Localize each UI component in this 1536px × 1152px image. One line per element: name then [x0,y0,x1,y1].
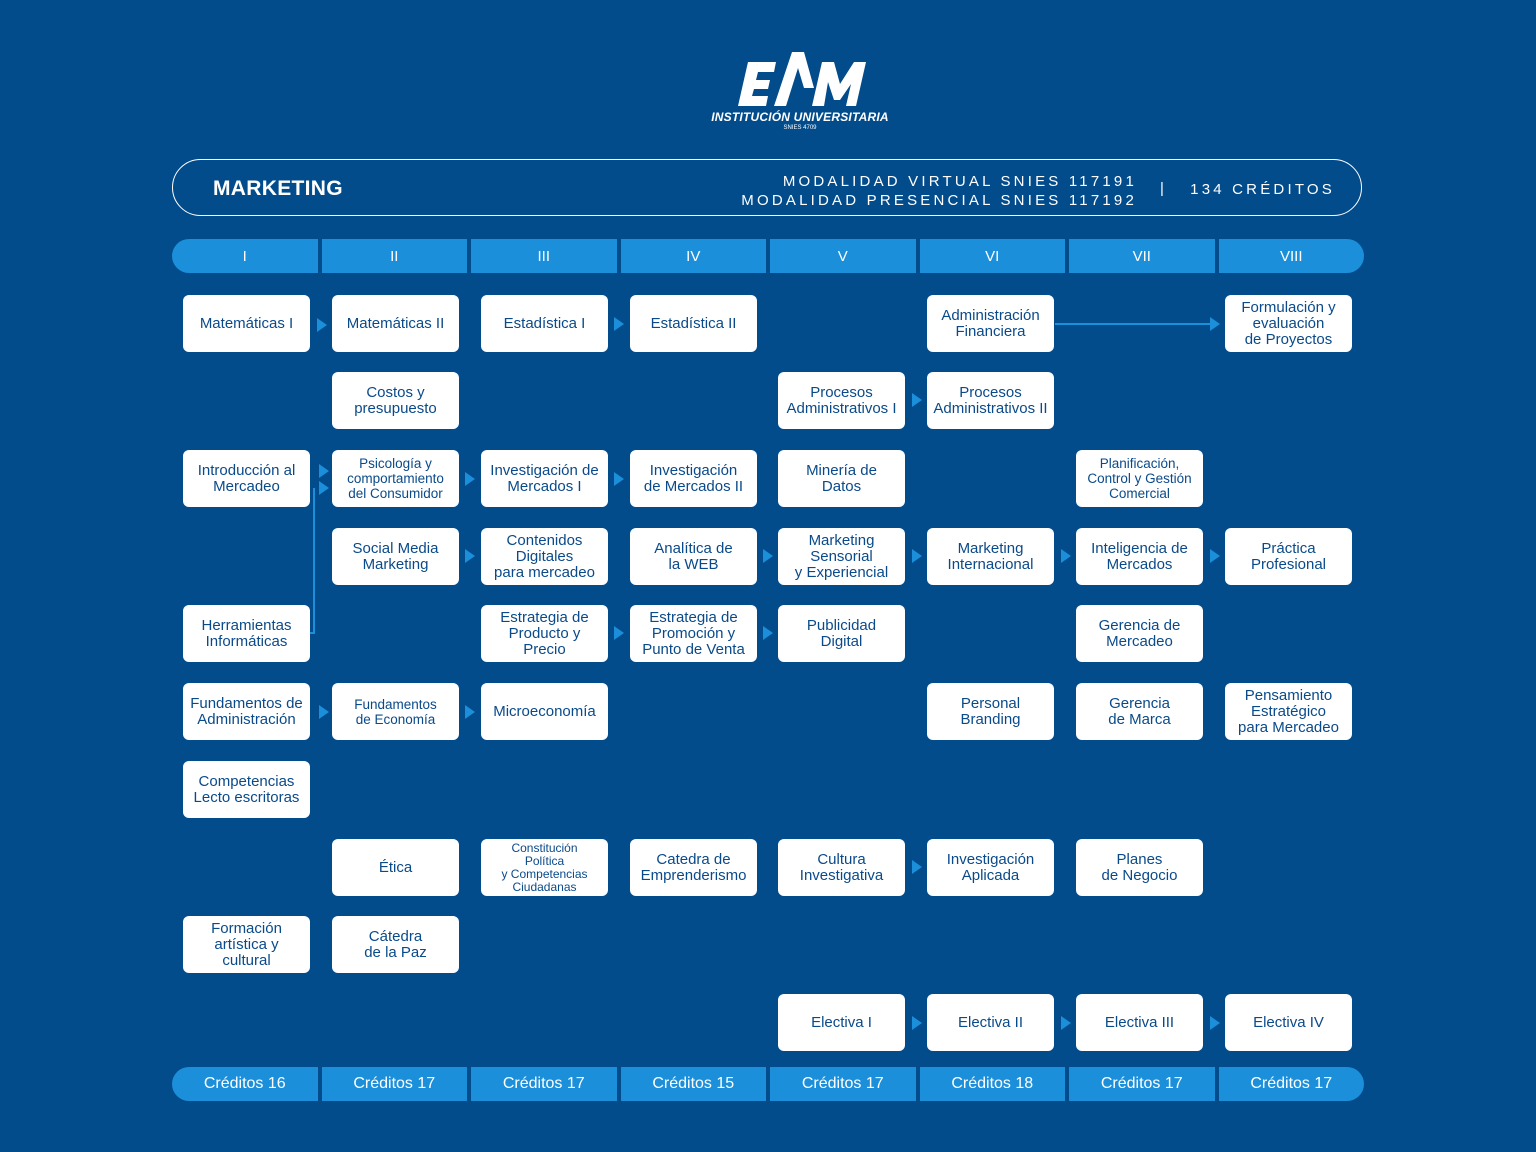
prerequisite-arrow [1210,549,1220,563]
course-box[interactable]: Estadística II [630,295,757,352]
semester-credits: Créditos 15 [620,1067,766,1101]
course-box[interactable]: Investigación Aplicada [927,839,1054,896]
semester-credits: Créditos 17 [471,1067,617,1101]
prerequisite-arrow [319,481,329,495]
semester-label: VIII [1218,239,1364,273]
semester-credits: Créditos 16 [172,1067,318,1101]
course-box[interactable]: Procesos Administrativos II [927,372,1054,429]
semester-label: II [321,239,467,273]
program-title: MARKETING [213,177,343,200]
course-box[interactable]: Gerencia de Mercadeo [1076,605,1203,662]
course-box[interactable]: Electiva IV [1225,994,1352,1051]
course-box[interactable]: Publicidad Digital [778,605,905,662]
logo-subtitle: INSTITUCIÓN UNIVERSITARIA [711,110,889,124]
prerequisite-arrow [465,549,475,563]
course-box[interactable]: Personal Branding [927,683,1054,740]
prerequisite-arrow [1210,317,1220,331]
semester-credits: Créditos 17 [770,1067,916,1101]
total-credits: 134 CRÉDITOS [1190,181,1335,198]
course-box[interactable]: Investigación de Mercados I [481,450,608,507]
course-box[interactable]: Fundamentos de Economía [332,683,459,740]
course-box[interactable]: Catedra de Emprenderismo [630,839,757,896]
course-box[interactable]: Constitución Política y Competencias Ciu… [481,839,608,896]
prerequisite-arrow [614,472,624,486]
semester-label: VII [1069,239,1215,273]
prerequisite-arrow [1061,549,1071,563]
program-header: MARKETING MODALIDAD VIRTUAL SNIES 117191… [172,159,1362,216]
course-box[interactable]: Inteligencia de Mercados [1076,528,1203,585]
course-box[interactable]: Introducción al Mercadeo [183,450,310,507]
course-box[interactable]: Formulación y evaluación de Proyectos [1225,295,1352,352]
course-box[interactable]: Electiva II [927,994,1054,1051]
modalities: MODALIDAD VIRTUAL SNIES 117191 MODALIDAD… [741,172,1137,210]
course-box[interactable]: Ética [332,839,459,896]
course-box[interactable]: Estadística I [481,295,608,352]
prerequisite-arrow [614,317,624,331]
eam-logo: INSTITUCIÓN UNIVERSITARIA SNIES 4709 [700,48,900,140]
course-box[interactable]: Psicología y comportamiento del Consumid… [332,450,459,507]
course-box[interactable]: Electiva I [778,994,905,1051]
course-box[interactable]: Pensamiento Estratégico para Mercadeo [1225,683,1352,740]
semester-label: V [770,239,916,273]
eam-logo-mark [738,52,866,106]
semester-label: I [172,239,318,273]
semester-label: IV [620,239,766,273]
semester-credits: Créditos 17 [1218,1067,1364,1101]
prerequisite-arrow [319,464,329,478]
connector-line [1055,323,1215,325]
course-box[interactable]: Contenidos Digitales para mercadeo [481,528,608,585]
course-box[interactable]: Costos y presupuesto [332,372,459,429]
header-separator: | [1160,180,1164,197]
semester-credits: Créditos 17 [1069,1067,1215,1101]
course-box[interactable]: Marketing Internacional [927,528,1054,585]
course-box[interactable]: Minería de Datos [778,450,905,507]
course-box[interactable]: Administración Financiera [927,295,1054,352]
prerequisite-arrow [465,472,475,486]
prerequisite-arrow [319,705,329,719]
prerequisite-arrow [763,626,773,640]
prerequisite-arrow [912,393,922,407]
connector-line [310,632,315,634]
prerequisite-arrow [317,318,327,332]
modality-presencial: MODALIDAD PRESENCIAL SNIES 117192 [741,192,1137,209]
course-box[interactable]: Matemáticas I [183,295,310,352]
course-box[interactable]: Práctica Profesional [1225,528,1352,585]
prerequisite-arrow [1061,1016,1071,1030]
course-box[interactable]: Marketing Sensorial y Experiencial [778,528,905,585]
semester-label: VI [919,239,1065,273]
course-box[interactable]: Investigación de Mercados II [630,450,757,507]
course-box[interactable]: Procesos Administrativos I [778,372,905,429]
semester-label: III [471,239,617,273]
course-box[interactable]: Planes de Negocio [1076,839,1203,896]
logo-snies: SNIES 4709 [783,125,817,131]
prerequisite-arrow [912,549,922,563]
course-box[interactable]: Formación artística y cultural [183,916,310,973]
course-box[interactable]: Estrategia de Promoción y Punto de Venta [630,605,757,662]
course-box[interactable]: Analítica de la WEB [630,528,757,585]
prerequisite-arrow [912,860,922,874]
prerequisite-arrow [614,626,624,640]
modality-virtual: MODALIDAD VIRTUAL SNIES 117191 [782,173,1137,190]
course-box[interactable]: Social Media Marketing [332,528,459,585]
semester-credits: Créditos 18 [919,1067,1065,1101]
credits-bar: Créditos 16 Créditos 17 Créditos 17 Créd… [172,1067,1364,1101]
course-box[interactable]: Estrategia de Producto y Precio [481,605,608,662]
course-box[interactable]: Electiva III [1076,994,1203,1051]
semester-credits: Créditos 17 [321,1067,467,1101]
course-box[interactable]: Competencias Lecto escritoras [183,761,310,818]
course-box[interactable]: Herramientas Informáticas [183,605,310,662]
course-box[interactable]: Gerencia de Marca [1076,683,1203,740]
course-box[interactable]: Microeconomía [481,683,608,740]
prerequisite-arrow [465,705,475,719]
course-box[interactable]: Matemáticas II [332,295,459,352]
prerequisite-arrow [912,1016,922,1030]
prerequisite-arrow [1210,1016,1220,1030]
semester-bar: I II III IV V VI VII VIII [172,239,1364,273]
prerequisite-arrow [763,549,773,563]
course-box[interactable]: Cultura Investigativa [778,839,905,896]
course-box[interactable]: Cátedra de la Paz [332,916,459,973]
course-box[interactable]: Fundamentos de Administración [183,683,310,740]
course-box[interactable]: Planificación, Control y Gestión Comerci… [1076,450,1203,507]
connector-line [313,488,315,633]
